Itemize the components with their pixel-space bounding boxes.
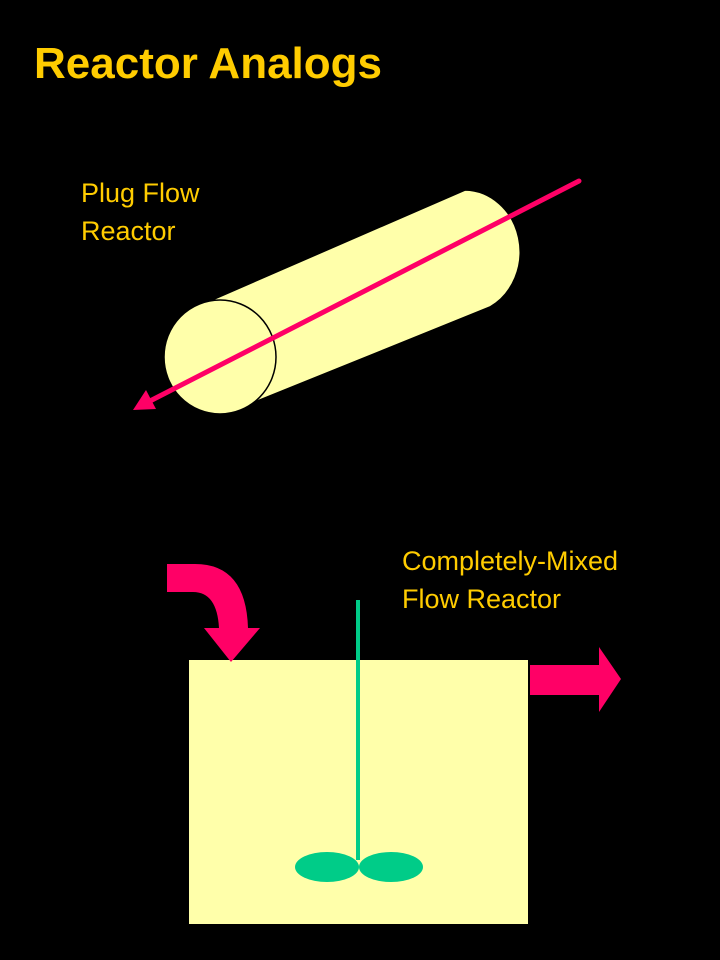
plug-flow-arrow [133,178,582,410]
cmfr-label-line1: Completely-Mixed [402,546,619,576]
mixer-icon [295,600,423,882]
cylinder-end-cap [163,299,277,415]
plug-flow-label-line2: Reactor [81,216,176,246]
cylinder-body [204,189,521,412]
outflow-arrow [530,647,621,712]
plug-flow-reactor-label: Plug Flow Reactor [81,174,200,250]
plug-flow-reactor [163,189,521,415]
cmfr-label-line2: Flow Reactor [402,584,562,614]
inflow-arrow [167,564,260,662]
plug-flow-label-line1: Plug Flow [81,178,200,208]
slide-title: Reactor Analogs [34,39,383,88]
cmfr-label: Completely-Mixed Flow Reactor [402,542,618,618]
